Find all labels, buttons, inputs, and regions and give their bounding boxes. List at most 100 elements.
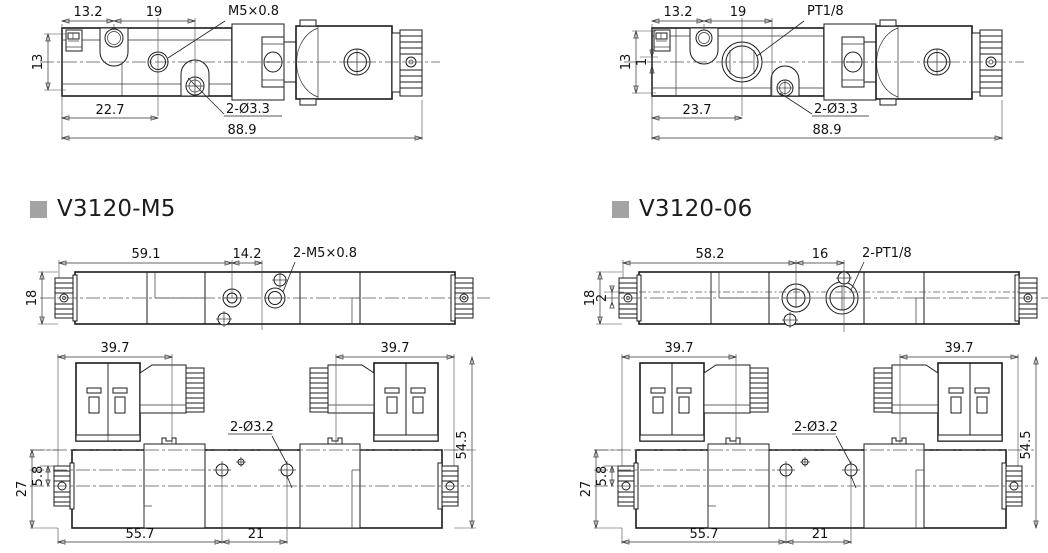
dimension-59-1: 59.1 (57, 247, 234, 266)
drawing-front-view-m5: 59.1 14.2 18 2-M5×0.8 (0, 240, 524, 340)
svg-text:55.7: 55.7 (126, 527, 155, 542)
svg-text:2-M5×0.8: 2-M5×0.8 (293, 246, 357, 261)
svg-text:2: 2 (595, 294, 610, 302)
mounting-cross-holes (216, 272, 288, 327)
drawing-top-view-06: 13.2 19 13 1 (524, 0, 1048, 165)
mounting-cross-holes (782, 270, 852, 328)
svg-text:55.7: 55.7 (690, 527, 719, 542)
extension-lines (632, 18, 1003, 140)
svg-text:22.7: 22.7 (96, 103, 125, 118)
dimension-27: 27 (579, 448, 599, 530)
dimension-1-offset: 1 (635, 45, 655, 78)
dimension-5-8: 5.8 (31, 464, 56, 488)
svg-text:M5×0.8: M5×0.8 (228, 4, 279, 19)
dimension-21: 21 (220, 527, 289, 545)
svg-text:2-Ø3.2: 2-Ø3.2 (794, 420, 838, 435)
solenoid-coil-left (639, 362, 769, 442)
svg-text:27: 27 (15, 481, 30, 498)
dimension-39-7-left: 39.7 (56, 341, 174, 360)
svg-text:19: 19 (730, 5, 747, 20)
dimension-19: 19 (702, 5, 774, 24)
svg-text:13.2: 13.2 (664, 5, 693, 20)
dimension-13-height: 13 (619, 29, 639, 95)
dimension-19: 19 (112, 5, 197, 24)
square-marker-icon (30, 200, 47, 218)
dimension-14-2: 14.2 (230, 247, 264, 266)
callout-holes: 2-Ø3.3 (779, 92, 869, 117)
dimension-39-7-right: 39.7 (898, 341, 1020, 360)
manifold-body (635, 437, 1007, 529)
solenoid-assembly (841, 19, 1003, 106)
extension-lines (594, 354, 1019, 544)
svg-text:5.8: 5.8 (595, 466, 610, 487)
callout-holes: 2-Ø3.2 (792, 420, 857, 489)
svg-text:21: 21 (248, 527, 265, 542)
drawing-assembly-06: 39.7 39.7 54.5 27 (524, 340, 1048, 553)
pilot-override-detail (653, 29, 671, 52)
dimension-58-2: 58.2 (621, 247, 798, 266)
svg-text:18: 18 (583, 290, 598, 307)
product-name: V3120-M5 (57, 196, 176, 222)
svg-text:39.7: 39.7 (945, 341, 974, 356)
svg-text:5.8: 5.8 (31, 466, 46, 487)
dimension-54-5: 54.5 (1019, 355, 1039, 530)
mounting-hole-upper (99, 27, 129, 67)
svg-text:59.1: 59.1 (132, 247, 161, 262)
svg-text:13: 13 (31, 54, 46, 71)
svg-text:88.9: 88.9 (228, 123, 257, 138)
svg-text:39.7: 39.7 (101, 341, 130, 356)
svg-text:23.7: 23.7 (683, 103, 712, 118)
svg-text:2-Ø3.3: 2-Ø3.3 (226, 102, 270, 117)
mounting-hole-lower (770, 65, 800, 97)
solenoid-coil-right (873, 362, 1003, 442)
dimension-88-9: 88.9 (650, 123, 1004, 141)
svg-text:PT1/8: PT1/8 (807, 4, 844, 19)
dimension-13-2: 13.2 (650, 5, 706, 24)
svg-text:27: 27 (579, 481, 594, 498)
dimension-27: 27 (15, 448, 35, 530)
dimension-16: 16 (794, 247, 846, 266)
dimension-39-7-right: 39.7 (334, 341, 456, 360)
svg-text:14.2: 14.2 (233, 247, 262, 262)
solenoid-assembly (261, 19, 423, 106)
product-title-v3120-06: V3120-06 (612, 196, 752, 222)
callout-2-m5: 2-M5×0.8 (282, 246, 357, 293)
product-title-v3120-m5: V3120-M5 (30, 196, 176, 222)
drawing-assembly-m5: 39.7 39.7 54.5 27 (0, 340, 524, 553)
svg-text:2-PT1/8: 2-PT1/8 (862, 246, 912, 261)
callout-pt18: PT1/8 (756, 4, 844, 57)
drawing-front-view-06: 58.2 16 18 2 2-PT1/8 (524, 240, 1048, 340)
callout-holes: 2-Ø3.2 (228, 420, 293, 489)
svg-text:54.5: 54.5 (455, 431, 470, 460)
solenoid-coil-left (75, 362, 205, 442)
dimension-55-7: 55.7 (56, 527, 224, 545)
svg-text:88.9: 88.9 (813, 123, 842, 138)
dimension-55-7: 55.7 (620, 527, 788, 545)
svg-text:18: 18 (25, 290, 40, 307)
solenoid-coil-right (309, 362, 439, 442)
pilot-override-detail (65, 29, 83, 52)
svg-text:58.2: 58.2 (696, 247, 725, 262)
mounting-hole-upper (689, 27, 719, 65)
dimension-13-2: 13.2 (60, 5, 116, 24)
square-marker-icon (612, 200, 629, 218)
dimension-18-height: 18 (25, 270, 45, 326)
svg-text:39.7: 39.7 (381, 341, 410, 356)
dimension-2-offset: 2 (595, 285, 615, 309)
svg-text:2-Ø3.2: 2-Ø3.2 (230, 420, 274, 435)
svg-text:21: 21 (812, 527, 829, 542)
dimension-13-height: 13 (31, 32, 51, 92)
svg-text:13.2: 13.2 (74, 5, 103, 20)
dimension-22-7: 22.7 (60, 103, 160, 121)
dimension-54-5: 54.5 (455, 355, 475, 530)
dimension-23-7: 23.7 (650, 103, 744, 121)
dimension-21: 21 (784, 527, 853, 545)
callout-holes: 2-Ø3.3 (187, 77, 282, 117)
svg-text:13: 13 (619, 54, 634, 71)
dimension-5-8: 5.8 (595, 464, 620, 488)
svg-text:39.7: 39.7 (665, 341, 694, 356)
dimension-88-9: 88.9 (60, 123, 424, 141)
svg-text:2-Ø3.3: 2-Ø3.3 (814, 102, 858, 117)
dimension-39-7-left: 39.7 (620, 341, 738, 360)
